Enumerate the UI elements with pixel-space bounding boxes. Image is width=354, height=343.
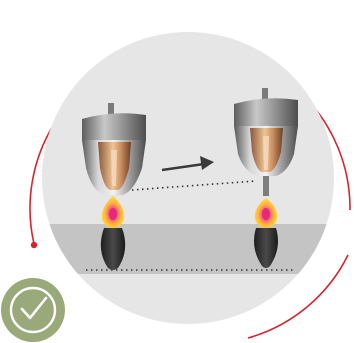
right-arrow-icon [161,156,214,172]
torch-rod [108,103,114,117]
torch-start-position [82,103,146,270]
weld-bead [100,228,126,270]
torch-rod [262,88,268,102]
torch-wire [263,176,269,196]
flame-core [109,208,117,220]
weld-bead [254,228,278,268]
background-disc [42,32,334,324]
torch-body [234,98,298,126]
accent-ring-bottom-arc [247,254,349,339]
workpiece-plate [42,224,334,274]
travel-path-line [131,180,257,191]
torch-end-position [234,88,298,268]
check-circle-icon [1,278,65,342]
torch-electrode [111,150,117,186]
accent-ring-end-dot [30,241,38,249]
torch-electrode [263,136,269,170]
torch-body [82,113,146,140]
flame-core [262,208,270,220]
